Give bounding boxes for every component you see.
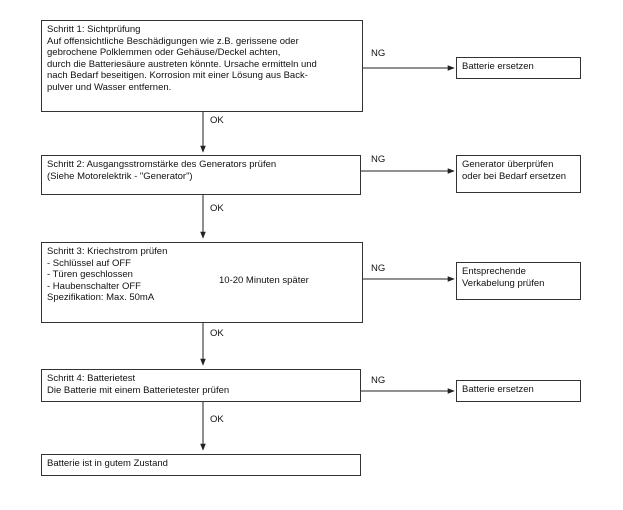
step1-line-5: nach Bedarf beseitigen. Korrosion mit ei…	[47, 70, 308, 82]
step2-ng-label: NG	[371, 154, 386, 165]
step4-ng-label: NG	[371, 375, 386, 386]
step1-line-3: gebrochene Polklemmen oder Gehäuse/Decke…	[47, 47, 281, 59]
step1-line-2: Auf offensichtliche Beschädigungen wie z…	[47, 35, 299, 47]
step3-line-1: Schritt 3: Kriechstrom prüfen	[47, 246, 168, 257]
step4-line-1: Schritt 4: Batterietest	[47, 373, 136, 384]
step3-line-3: - Türen geschlossen	[47, 269, 133, 281]
step1-box: Schritt 1: Sichtprüfung Auf offensichtli…	[41, 20, 363, 112]
step2-line-1: Schritt 2: Ausgangsstromstärke des Gener…	[47, 159, 277, 170]
step1-result-line-1: Batterie ersetzen	[462, 61, 534, 72]
step3-result-line-2: Verkabelung prüfen	[462, 277, 545, 289]
step1-line-4: durch die Batteriesäure austreten könnte…	[47, 58, 317, 70]
step3-result-box: Entsprechende Verkabelung prüfen	[456, 262, 581, 300]
ok-label-1: OK	[210, 115, 224, 126]
ok-label-2: OK	[210, 203, 224, 214]
step2-result-line-1: Generator überprüfen	[462, 159, 554, 170]
final-text: Batterie ist in gutem Zustand	[47, 458, 168, 469]
ok-label-4: OK	[210, 414, 224, 425]
step1-ng-label: NG	[371, 48, 386, 59]
step2-box: Schritt 2: Ausgangsstromstärke des Gener…	[41, 155, 361, 195]
step3-box: Schritt 3: Kriechstrom prüfen - Schlüsse…	[41, 242, 363, 323]
step3-ng-label: NG	[371, 263, 386, 274]
step2-result-line-2: oder bei Bedarf ersetzen	[462, 170, 567, 182]
final-box: Batterie ist in gutem Zustand	[41, 454, 361, 476]
step3-bracket-note: 10-20 Minuten später	[219, 275, 309, 286]
step3-line-4: - Haubenschalter OFF	[47, 280, 141, 292]
step3-line-2: - Schlüssel auf OFF	[47, 257, 131, 269]
step3-result-line-1: Entsprechende	[462, 266, 526, 277]
ok-label-3: OK	[210, 328, 224, 339]
step1-line-1: Schritt 1: Sichtprüfung	[47, 24, 141, 35]
step4-result-box: Batterie ersetzen	[456, 380, 581, 402]
step1-line-6: pulver und Wasser entfernen.	[47, 81, 172, 93]
step4-line-2: Die Batterie mit einem Batterietester pr…	[47, 384, 230, 396]
step4-result-line-1: Batterie ersetzen	[462, 384, 534, 395]
step3-line-5: Spezifikation: Max. 50mA	[47, 292, 155, 304]
step4-box: Schritt 4: Batterietest Die Batterie mit…	[41, 369, 361, 402]
step2-line-2: (Siehe Motorelektrik - "Generator")	[47, 170, 193, 182]
step1-result-box: Batterie ersetzen	[456, 57, 581, 79]
step2-result-box: Generator überprüfen oder bei Bedarf ers…	[456, 155, 581, 193]
